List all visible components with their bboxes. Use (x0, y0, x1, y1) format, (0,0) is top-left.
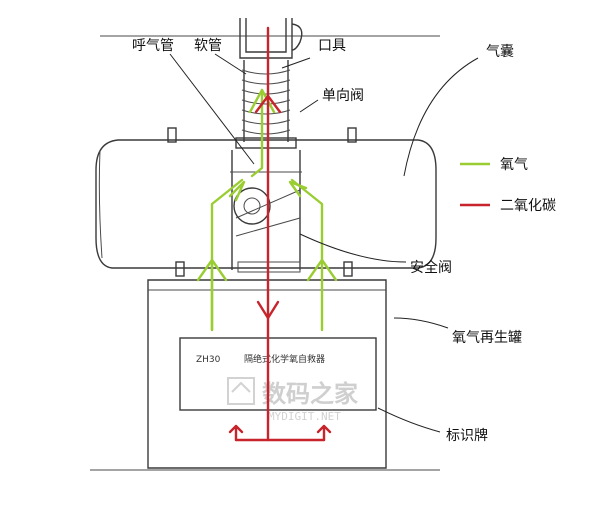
nameplate-model: ZH30 (196, 355, 221, 365)
mouthpiece-part (239, 18, 303, 59)
watermark: 数码之家 MYDIGIT.NET (227, 377, 358, 423)
label-regenerator-canister: 氧气再生罐 (452, 330, 522, 346)
label-hose: 软管 (194, 38, 222, 54)
device-line-art (90, 18, 440, 471)
nameplate-part (179, 337, 377, 411)
air-bag-part (95, 127, 437, 277)
legend: 氧气 二氧化碳 (460, 157, 556, 214)
label-exhalation-tube: 呼气管 (132, 38, 174, 54)
watermark-text: 数码之家 (262, 380, 358, 408)
label-nameplate: 标识牌 (446, 427, 488, 444)
legend-oxygen-label: 氧气 (500, 157, 528, 173)
hose-part (235, 60, 297, 149)
label-check-valve: 单向阀 (322, 88, 364, 104)
watermark-sub: MYDIGIT.NET (268, 410, 341, 423)
co2-flow (228, 26, 332, 442)
valve-housing (230, 150, 302, 273)
nameplate-title: 隔绝式化学氧自救器 (244, 353, 325, 365)
legend-co2-label: 二氧化碳 (500, 198, 556, 214)
label-safety-valve: 安全阀 (410, 259, 452, 276)
label-air-bag: 气囊 (486, 43, 514, 60)
oxygen-flow (196, 88, 338, 332)
leader-lines (169, 53, 479, 433)
label-mouthpiece: 口具 (318, 38, 346, 54)
